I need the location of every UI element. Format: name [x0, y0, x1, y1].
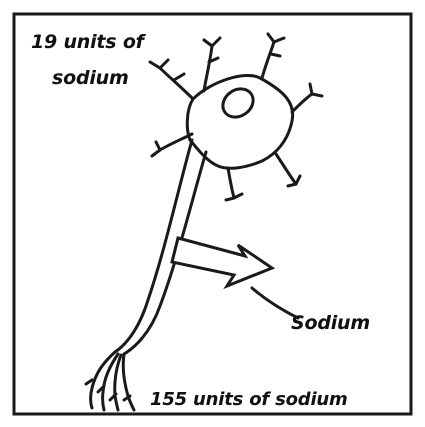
dendrite-top — [204, 46, 212, 91]
top-label-line1: 19 units of — [31, 32, 144, 52]
dendrite-branches-ul — [150, 60, 184, 80]
dendrite-lower-right — [276, 154, 296, 184]
dendrite-left — [160, 134, 192, 150]
bottom-label: 155 units of sodium — [150, 390, 348, 410]
dendrite-right — [292, 94, 312, 112]
terminal-3 — [115, 355, 121, 410]
arrow-label: Sodium — [291, 313, 370, 333]
dendrite-branches-r — [310, 84, 322, 96]
dendrite-upper-right — [262, 42, 274, 78]
terminal-4 — [123, 354, 134, 410]
neuron-icon — [86, 34, 322, 410]
top-label-line2: sodium — [52, 68, 129, 88]
dendrite-branches-l — [152, 142, 160, 156]
arrow-icon — [172, 238, 272, 286]
dendrite-branches-ur — [268, 34, 284, 56]
dendrite-upper-left — [160, 68, 193, 99]
nucleus — [217, 83, 258, 123]
dendrite-bottom — [228, 168, 234, 198]
